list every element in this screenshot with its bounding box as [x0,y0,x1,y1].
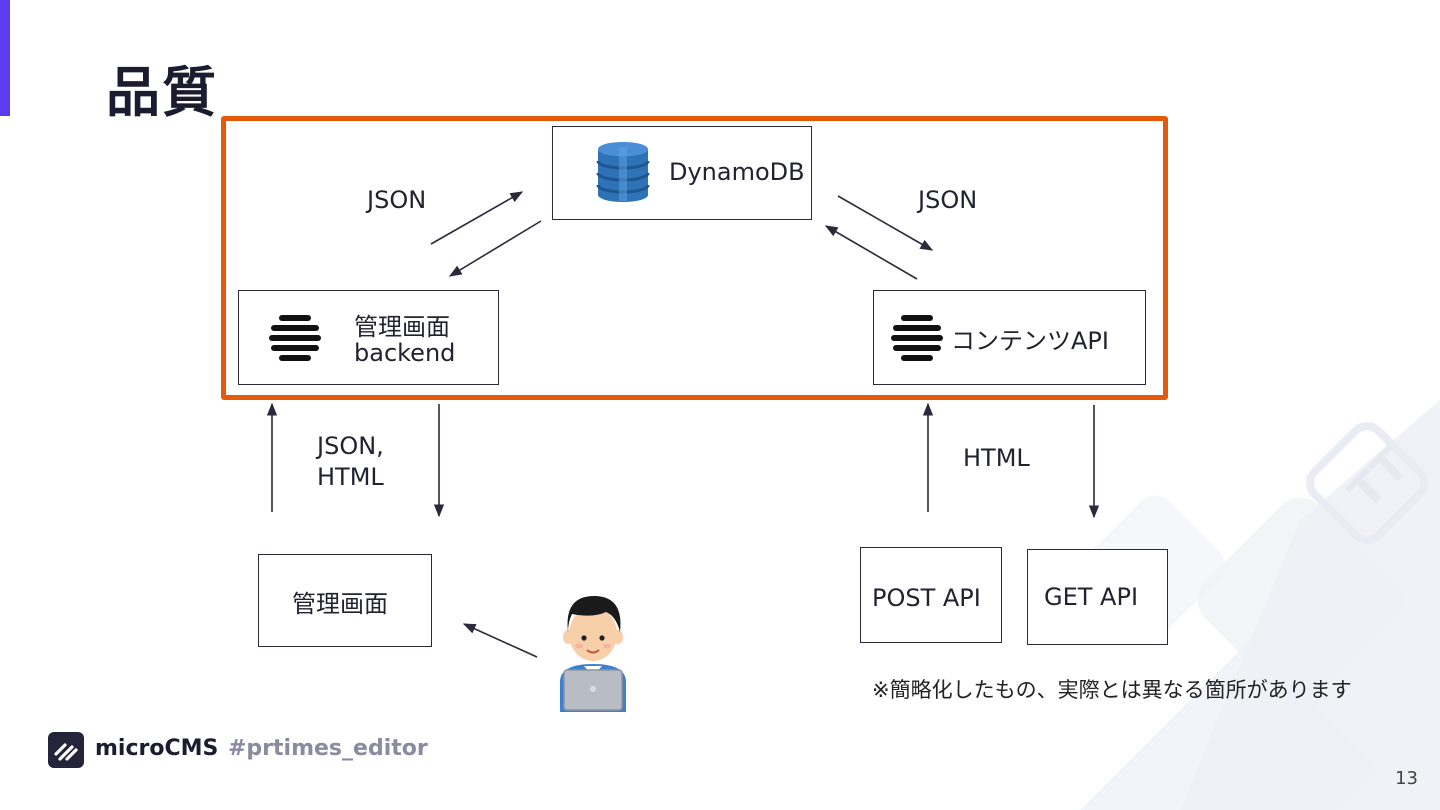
highlight-frame [221,116,1168,400]
user-with-laptop-icon [560,596,626,712]
dynamodb-node: DynamoDB [552,126,812,220]
edge-label-admin-line2: HTML [317,463,384,491]
edge-backend-to-db [430,191,524,245]
edge-label-api-clients: HTML [963,444,1030,472]
edge-db-to-backend [448,220,542,277]
server-stack-icon [891,315,943,361]
server-stack-icon [269,315,321,361]
edge-label-db-api: JSON [918,186,978,214]
footnote: ※簡略化したもの、実際とは異なる箇所があります [872,678,1352,702]
edge-label-admin-line1: JSON, [317,432,384,460]
page-number: 13 [1395,768,1418,789]
footer-brand: microCMS [95,736,219,761]
admin-screen-label: 管理画面 [292,590,388,618]
microcms-logo-icon [48,732,84,768]
edge-api-to-db [824,225,918,280]
content-api-node: コンテンツAPI [873,290,1146,385]
dynamodb-icon [596,142,650,202]
post-api-node: POST API [860,547,1002,643]
get-api-label: GET API [1044,583,1139,611]
admin-backend-node: 管理画面 backend [238,290,499,385]
tt-watermark-icon [1305,421,1429,545]
accent-bar [0,0,10,116]
edge-label-backend-db: JSON [367,186,427,214]
edge-user-to-admin [462,623,538,658]
get-api-node: GET API [1027,549,1168,645]
post-api-label: POST API [872,584,981,612]
edge-db-to-api [837,195,934,251]
footer-hashtag: #prtimes_editor [228,736,428,761]
dynamodb-label: DynamoDB [669,158,805,186]
admin-backend-label-line1: 管理画面 [354,313,450,341]
slide-title: 品質 [106,61,218,124]
content-api-label: コンテンツAPI [951,327,1109,355]
admin-backend-label-line2: backend [354,339,456,367]
admin-screen-node: 管理画面 [258,554,432,647]
